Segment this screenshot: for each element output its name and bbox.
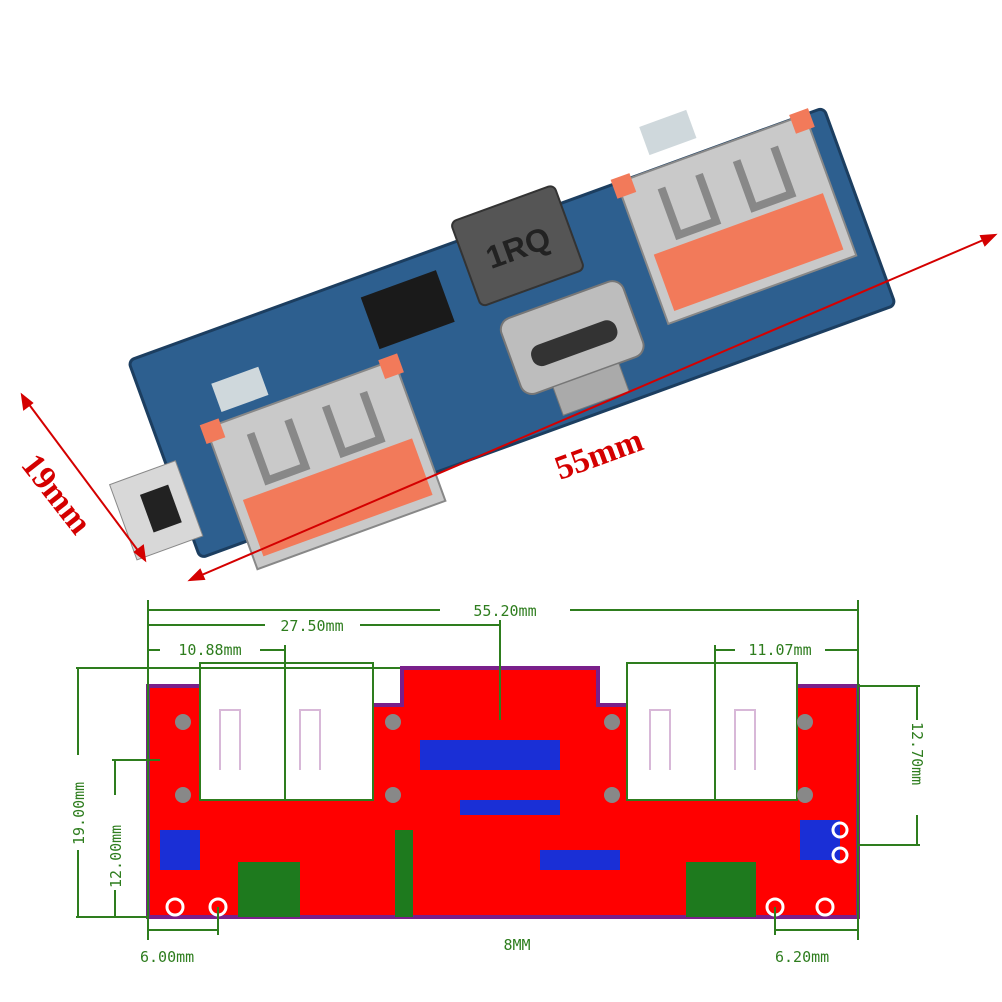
dim-right-height: 12.70mm — [908, 722, 926, 785]
dim-hole-height: 12.00mm — [107, 825, 125, 888]
dim-right-hole: 6.20mm — [775, 948, 829, 966]
pcb-photo: 1RQ — [108, 107, 896, 571]
width-label: 19mm — [14, 447, 99, 541]
usb-footprint-left — [199, 662, 374, 801]
dim-left-hole: 6.00mm — [140, 948, 194, 966]
inductor: 1RQ — [451, 185, 584, 307]
usb-footprint-right — [626, 662, 798, 801]
width-arrow — [20, 392, 147, 563]
led — [211, 366, 269, 413]
dim-center-label: 8MM — [503, 936, 530, 954]
length-label: 55mm — [550, 422, 648, 488]
usb-c-port — [499, 280, 645, 416]
dim-board-width: 19.00mm — [70, 782, 88, 845]
dim-right-usb: 11.07mm — [748, 641, 811, 659]
dim-total-length: 55.20mm — [473, 602, 536, 620]
length-arrow — [187, 233, 998, 582]
dim-center-offset: 27.50mm — [280, 617, 343, 635]
ic-chip — [360, 270, 455, 350]
usb-port-left — [199, 353, 447, 571]
dim-left-usb: 10.88mm — [178, 641, 241, 659]
pcb-layout — [146, 662, 860, 919]
usb-port-right — [610, 108, 858, 326]
